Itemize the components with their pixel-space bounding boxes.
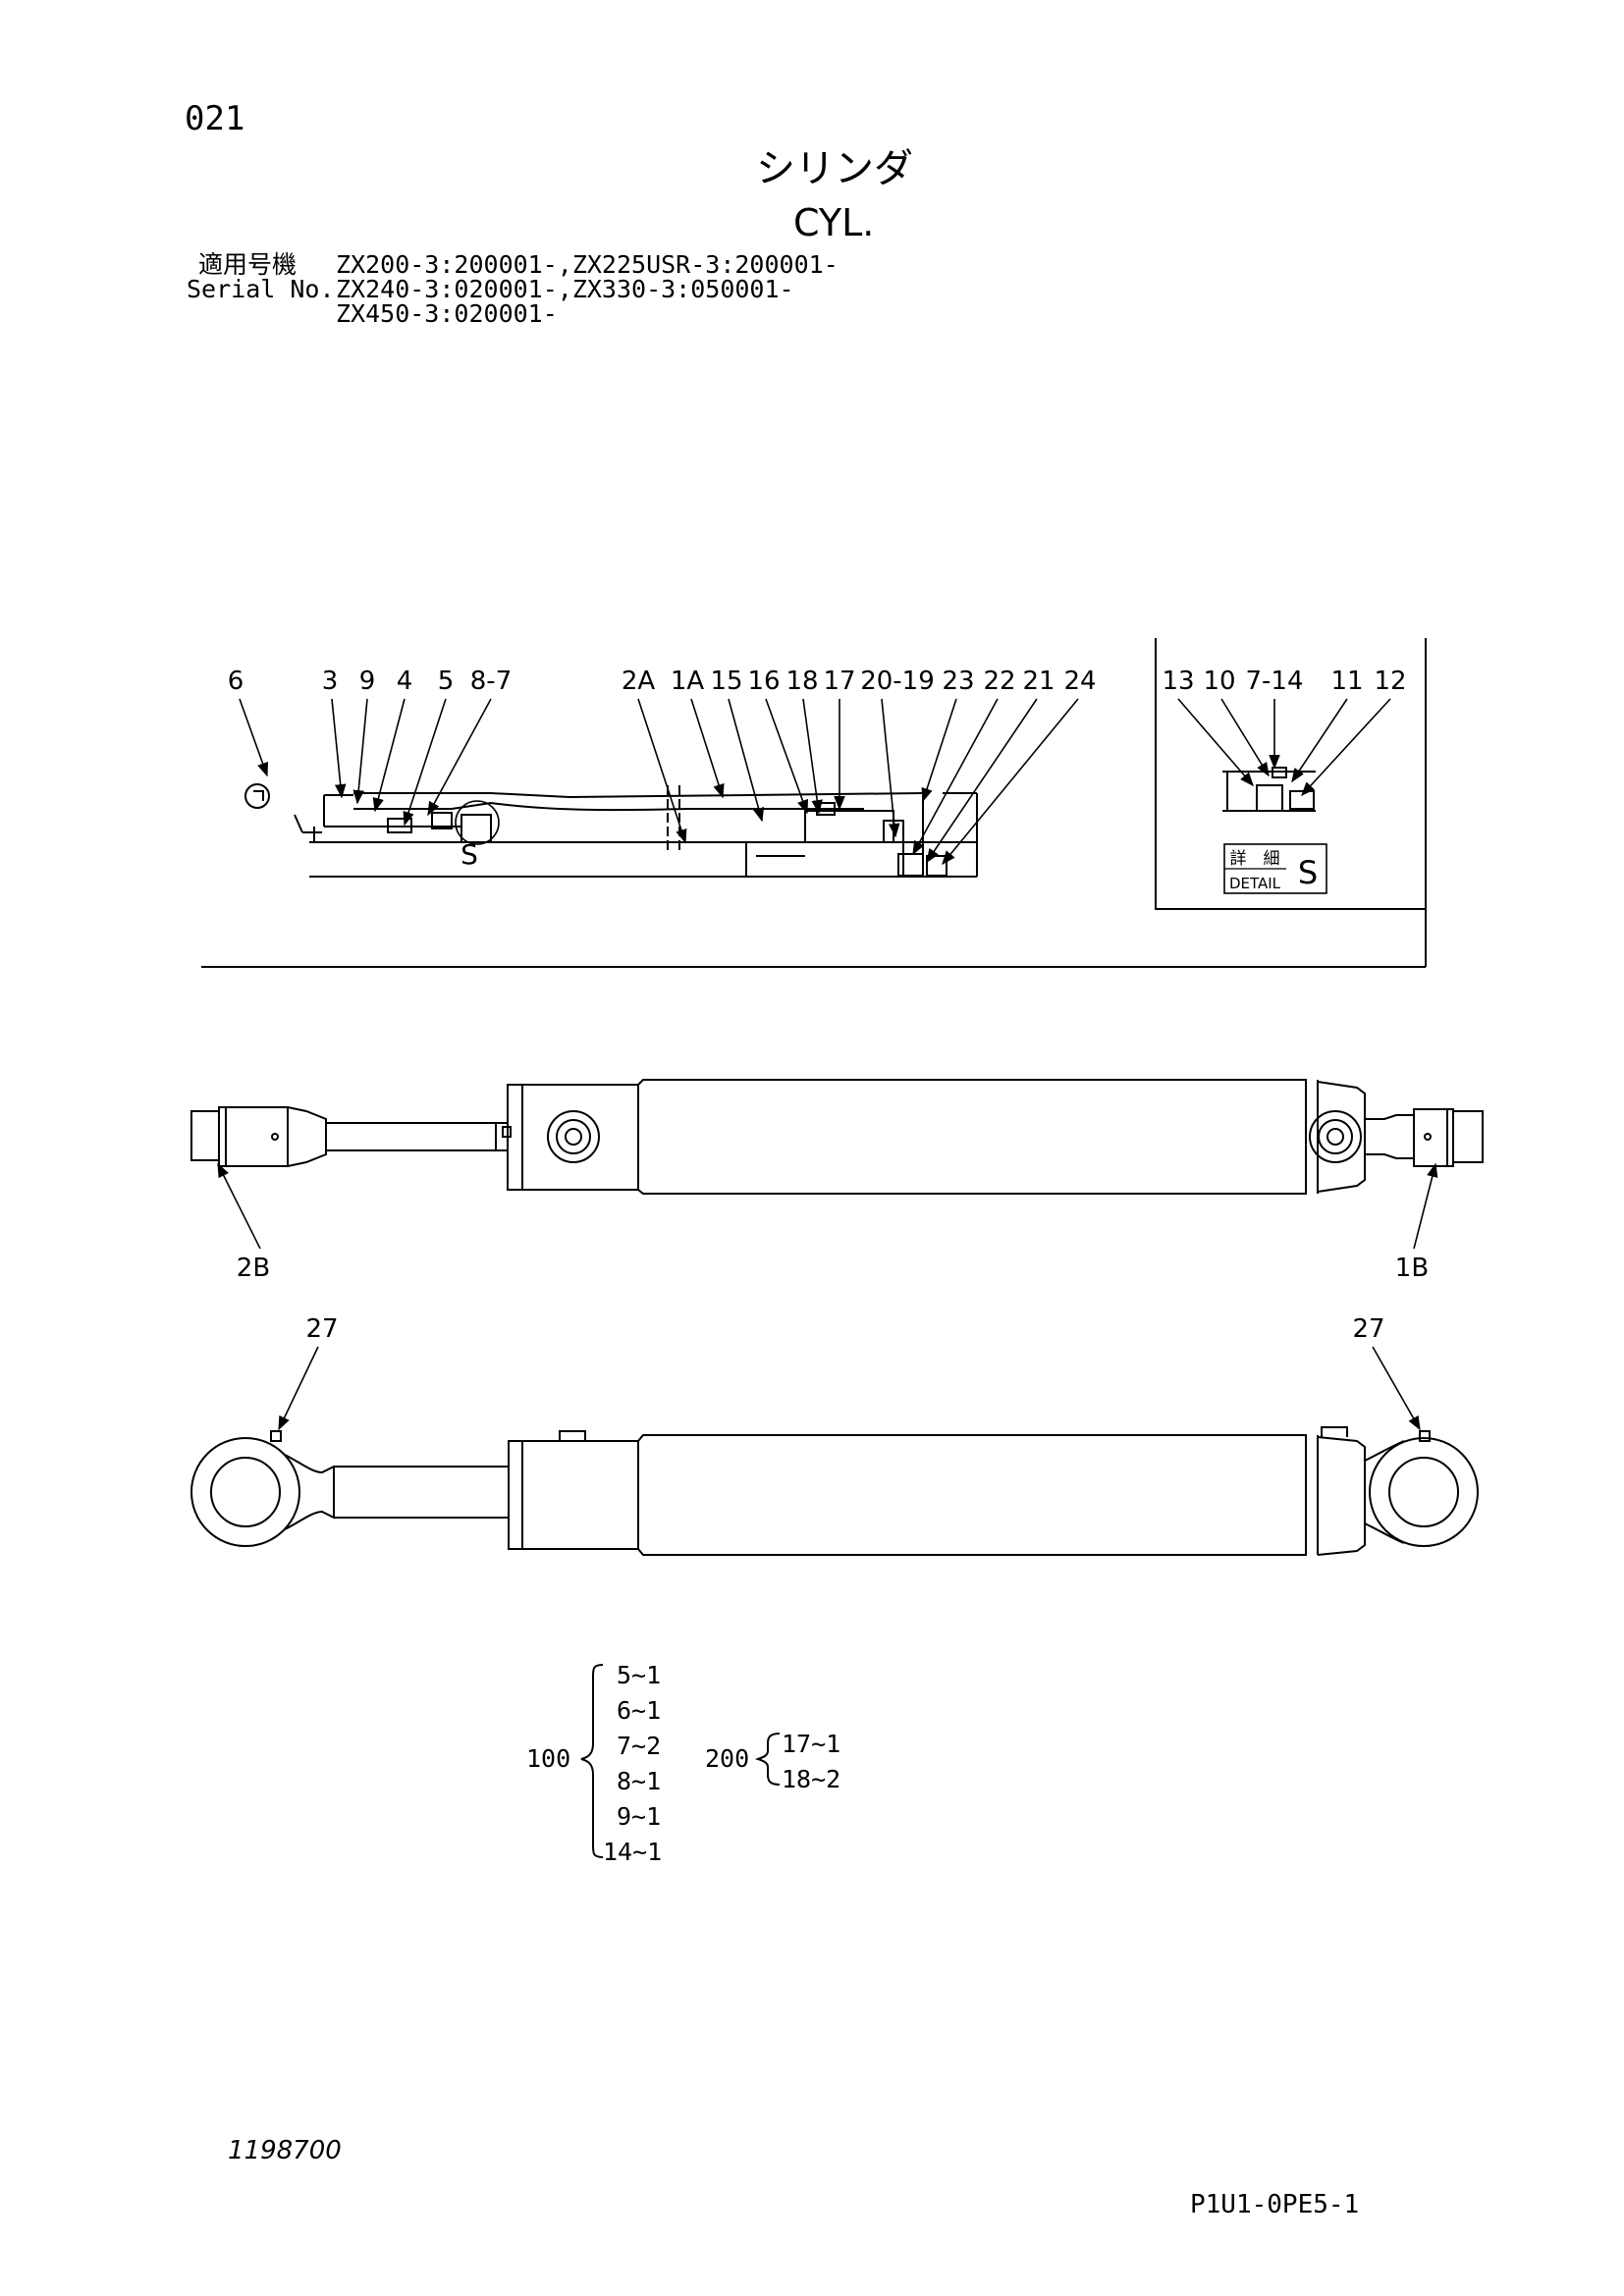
callout-label: 10 (1203, 667, 1235, 696)
callout-label: 6 (228, 667, 244, 696)
title-english: CYL. (793, 201, 875, 244)
title-japanese: シリンダ (756, 146, 913, 191)
callout-label: 11 (1330, 667, 1363, 696)
callout-label: 21 (1022, 667, 1055, 696)
kit-item: 7~2 (617, 1732, 662, 1760)
kit-item: 17~1 (782, 1730, 841, 1758)
callout-label: 27 (1352, 1314, 1384, 1344)
callout-label: 13 (1162, 667, 1194, 696)
kit-number: 200 (705, 1744, 750, 1773)
kit-100-brace (580, 1664, 604, 1858)
callout-label: 20-19 (860, 667, 935, 696)
detail-label-en: DETAIL (1229, 875, 1281, 892)
callout-label: 23 (942, 667, 974, 696)
document-number: 1198700 (228, 2136, 342, 2165)
callout-label: 18 (785, 667, 818, 696)
cylinder-top-view (190, 1079, 1484, 1195)
serial-line: ZX450-3:020001- (336, 299, 558, 328)
callout-label: 2B (237, 1254, 270, 1283)
model-label: 適用号機 (198, 250, 298, 279)
callout-label: 7-14 (1245, 667, 1303, 696)
section-marker: S (460, 838, 478, 871)
serial-label: Serial No. (187, 275, 335, 303)
kit-item: 6~1 (617, 1696, 662, 1725)
page-number: 021 (185, 99, 245, 138)
cylinder-side-view (190, 1426, 1479, 1556)
callout-label: 15 (710, 667, 742, 696)
cylinder-section-drawing (244, 783, 978, 878)
page-code: P1U1-0PE5-1 (1190, 2190, 1360, 2219)
callout-label: 24 (1063, 667, 1096, 696)
callout-label: 2A (622, 667, 656, 696)
callout-label: 9 (359, 667, 376, 696)
kit-item: 9~1 (617, 1802, 662, 1831)
detail-drawing (1222, 767, 1316, 812)
callout-label: 22 (983, 667, 1015, 696)
serial-line: ZX200-3:200001-,ZX225USR-3:200001- (336, 250, 839, 279)
kit-item: 14~1 (603, 1838, 663, 1866)
kit-number: 100 (526, 1744, 571, 1773)
section-view-frame (201, 638, 1427, 968)
callout-label: 16 (747, 667, 780, 696)
kit-200-brace (754, 1733, 781, 1786)
callout-label: 4 (397, 667, 413, 696)
callout-label: 17 (823, 667, 855, 696)
serial-line: ZX240-3:020001-,ZX330-3:050001- (336, 275, 794, 303)
kit-item: 5~1 (617, 1661, 662, 1689)
callout-label: 12 (1374, 667, 1406, 696)
kit-item: 8~1 (617, 1767, 662, 1795)
detail-label-jp: 詳 細 (1230, 849, 1280, 869)
callout-label: 1A (671, 667, 705, 696)
detail-label-box: 詳 細 DETAIL S (1223, 843, 1327, 894)
callout-label: 1B (1395, 1254, 1429, 1283)
callout-label: 8-7 (470, 667, 512, 696)
callout-label: 3 (322, 667, 339, 696)
callout-label: 5 (438, 667, 455, 696)
callout-label: 27 (305, 1314, 338, 1344)
kit-item: 18~2 (782, 1765, 841, 1793)
detail-marker: S (1298, 854, 1318, 891)
